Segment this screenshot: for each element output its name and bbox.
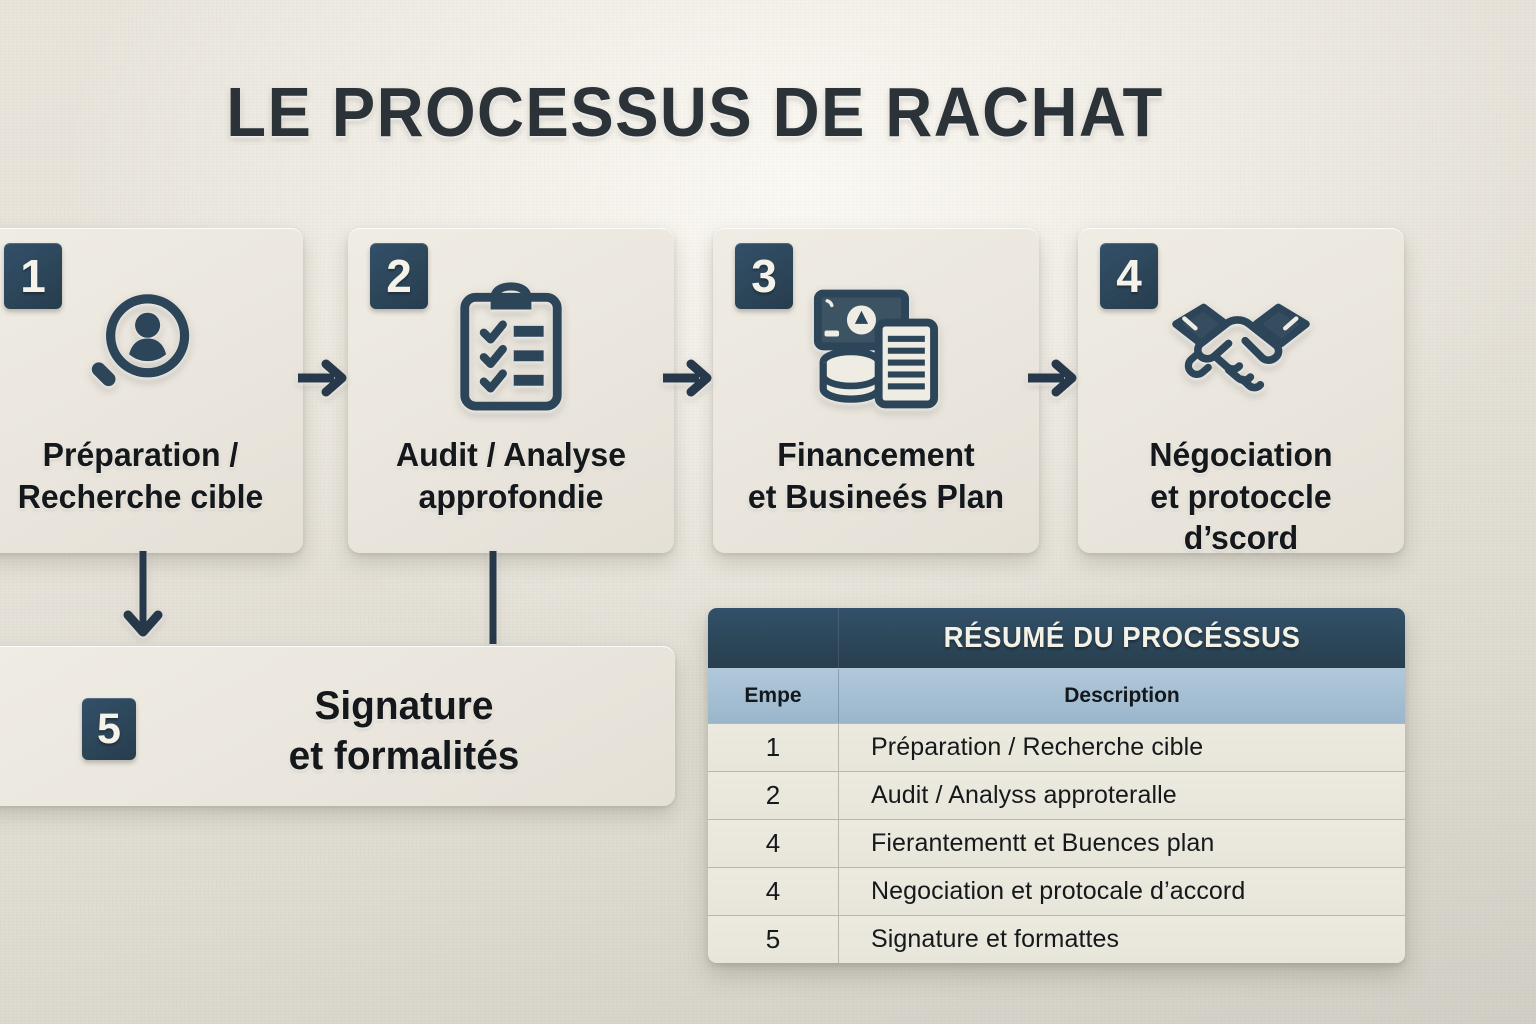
summary-table: RÉSUMÉ DU PROCÉSSUS Empe Description 1 P… [708, 608, 1405, 963]
step-label-line2: et protoccle d’scord [1150, 477, 1332, 557]
page-title: LE PROCESSUS DE RACHAT [226, 73, 1164, 151]
table-cell-description: Fierantementt et Buences plan [871, 829, 1215, 857]
table-row[interactable]: 4 Fierantementt et Buences plan [708, 819, 1405, 867]
connector-step2-down [486, 551, 500, 652]
table-cell-step: 4 [708, 820, 839, 867]
arrow-step2-to-step3 [661, 352, 717, 409]
column-header-description: Description [1064, 684, 1180, 707]
connector-step1-to-step5 [122, 551, 166, 652]
handshake-icon [1078, 276, 1404, 421]
step-label-line2: approfondie [418, 477, 604, 515]
column-header-step: Empe [708, 669, 839, 723]
arrow-step1-to-step2 [296, 352, 352, 409]
table-cell-step: 5 [708, 916, 839, 963]
table-cell-step: 1 [708, 724, 839, 771]
step-label-2: Audit / Analyse approfondie [361, 434, 662, 517]
step-label-1: Préparation / Recherche cible [0, 434, 290, 517]
summary-table-title: RÉSUMÉ DU PROCÉSSUS [943, 621, 1301, 654]
step-label-line1: Signature [314, 684, 494, 728]
step-label-line2: et Busineés Plan [747, 477, 1005, 515]
step-card-3[interactable]: 3 Financement et Busineés Plan [713, 228, 1039, 553]
step-label-4: Négociation et protoccle d’scord [1091, 434, 1392, 559]
step-card-5[interactable]: 5 Signature et formalités [0, 646, 675, 806]
table-cell-description: Préparation / Recherche cible [871, 733, 1204, 761]
step-label-line1: Préparation / [42, 436, 239, 473]
step-number-badge-2: 2 [370, 243, 428, 309]
magnifier-person-icon [0, 276, 303, 421]
step-label-3: Financement et Busineés Plan [726, 434, 1027, 517]
step-number-badge-5: 5 [82, 698, 136, 760]
table-row[interactable]: 4 Negociation et protocale d’accord [708, 867, 1405, 915]
clipboard-checklist-icon [348, 276, 674, 421]
arrow-step3-to-step4 [1026, 352, 1082, 409]
summary-table-title-spacer [708, 608, 839, 668]
step-card-2[interactable]: 2 Audit / Analyse approfondie [348, 228, 674, 553]
step-number-badge-3: 3 [735, 243, 793, 309]
step-label-line1: Négociation [1149, 436, 1333, 473]
table-cell-description: Negociation et protocale d’accord [871, 877, 1246, 905]
summary-table-title-bar: RÉSUMÉ DU PROCÉSSUS [708, 608, 1405, 668]
step-card-4[interactable]: 4 Négociation et protoccle d’scord [1078, 228, 1404, 556]
table-row[interactable]: 5 Signature et formattes [708, 915, 1405, 963]
summary-table-header-row: Empe Description [708, 668, 1405, 723]
step-label-5: Signature et formalités [161, 682, 648, 781]
step-card-1[interactable]: 1 Préparation / Recherche cible [0, 228, 303, 553]
step-label-line2: et formalités [288, 733, 520, 778]
table-cell-description: Signature et formattes [871, 925, 1120, 953]
step-label-line1: Financement [777, 436, 975, 473]
table-row[interactable]: 2 Audit / Analyss approteralle [708, 771, 1405, 819]
money-document-icon [713, 276, 1039, 421]
step-label-line1: Audit / Analyse [395, 436, 627, 473]
table-cell-step: 4 [708, 868, 839, 915]
table-cell-description: Audit / Analyss approteralle [871, 781, 1177, 809]
table-row[interactable]: 1 Préparation / Recherche cible [708, 723, 1405, 771]
step-label-line2: Recherche cible [17, 477, 264, 515]
step-number-badge-1: 1 [4, 243, 62, 309]
table-cell-step: 2 [708, 772, 839, 819]
step-number-badge-4: 4 [1100, 243, 1158, 309]
